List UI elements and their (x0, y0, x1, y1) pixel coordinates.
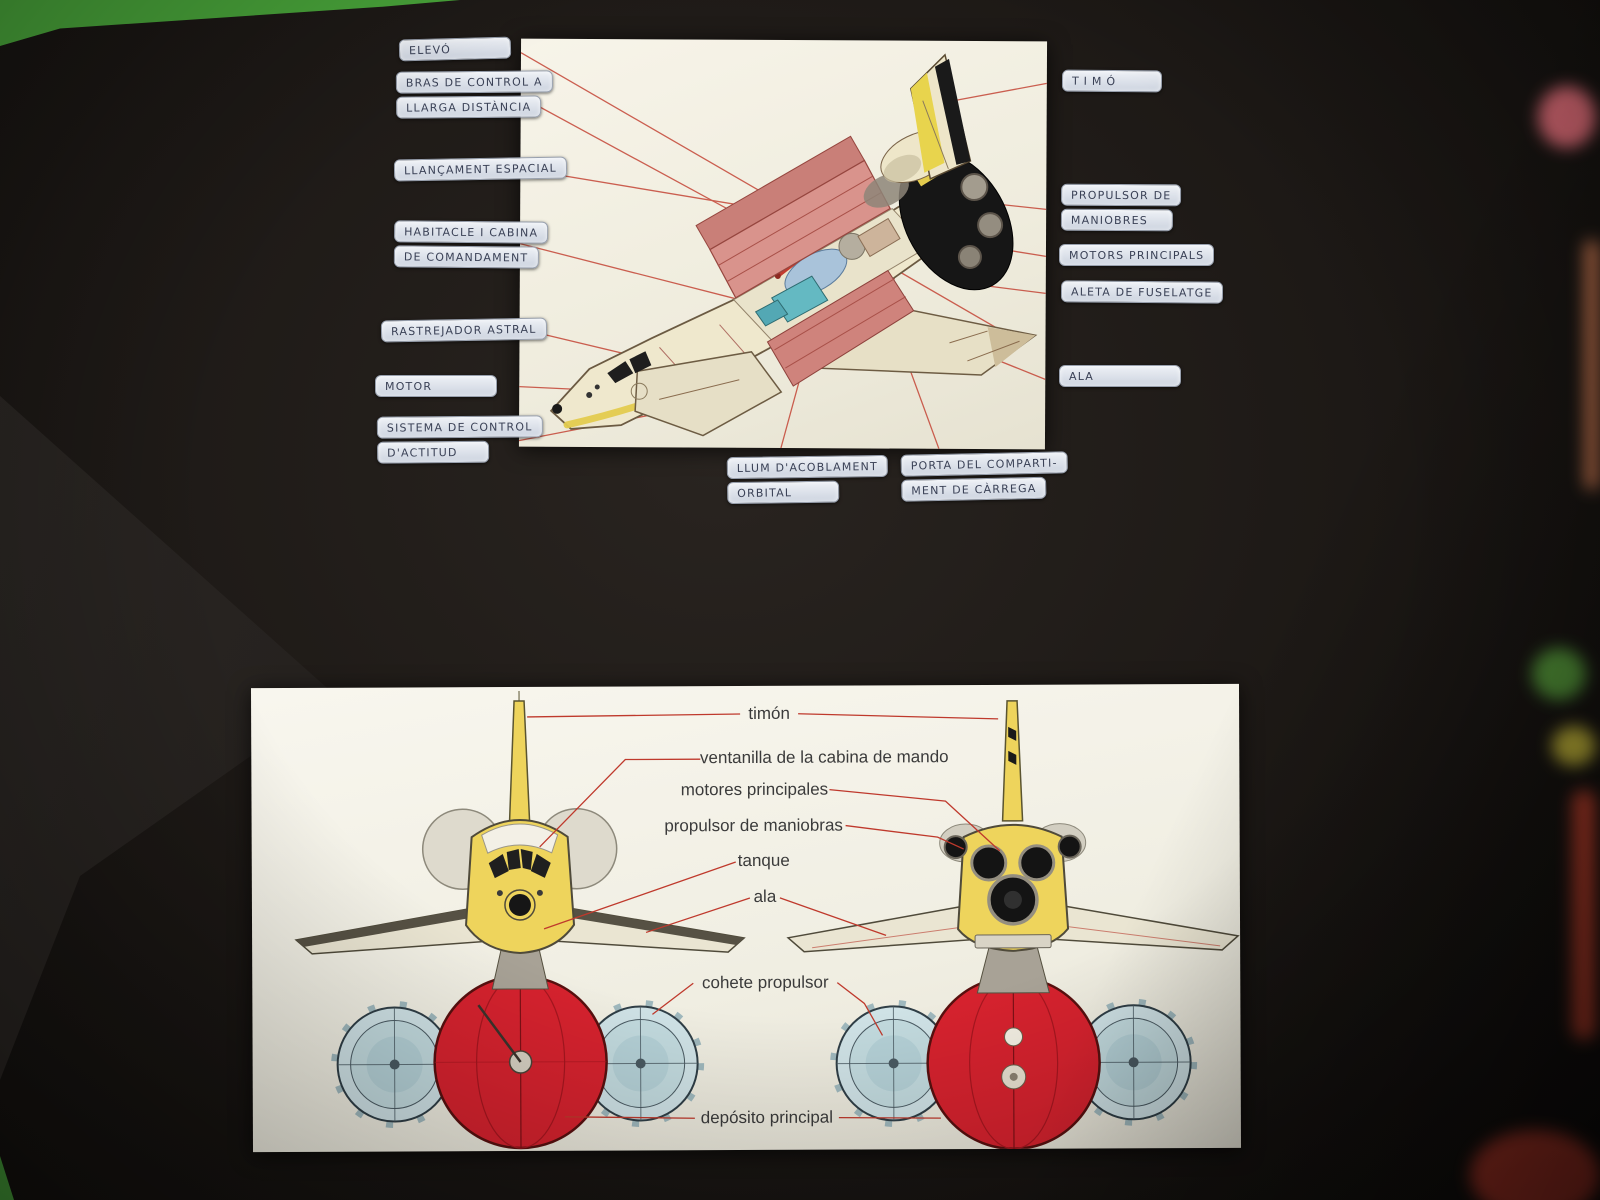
booster-right-rear (1070, 998, 1198, 1126)
label-ala: ala (753, 886, 777, 906)
attach-struts-rear (976, 946, 1050, 994)
rear-wings (786, 903, 1240, 953)
label-wing: ALA (1059, 365, 1181, 387)
rear-tail-fin (1001, 700, 1024, 822)
label-line: HABITACLE I CABINA (394, 220, 549, 244)
label-cohete-propulsor: cohete propulsor (701, 972, 829, 993)
booster-right (577, 999, 705, 1127)
oms-nozzle-right (1057, 834, 1082, 859)
label-line: TIMÓ (1061, 69, 1163, 93)
table-edge-green (0, 0, 460, 46)
cargo-door-near (766, 269, 915, 387)
label-rudder: TIMÓ (1061, 69, 1163, 93)
rear-fuselage (939, 823, 1087, 952)
label-line: ELEVÓ (398, 36, 512, 62)
body-flap (974, 934, 1052, 949)
port-wing (634, 351, 783, 437)
label-main-engines: MOTORS PRINCIPALS (1059, 244, 1215, 266)
label-remote-arm: BRAS DE CONTROL A LLARGA DISTÀNCIA (395, 70, 553, 119)
label-line: ALETA DE FUSELATGE (1060, 280, 1223, 304)
table-object-red-strip (1572, 790, 1596, 1040)
label-line: RASTREJADOR ASTRAL (380, 317, 547, 343)
label-line: D'ACTITUD (377, 440, 490, 464)
external-tank-rear (926, 975, 1101, 1151)
label-line: BRAS DE CONTROL A (395, 70, 553, 94)
rear-view-shuttle (786, 700, 1240, 1151)
table-corner-green (0, 1156, 14, 1200)
label-ventanilla: ventanilla de la cabina de mando (699, 747, 949, 768)
table-object-pink (1538, 86, 1596, 148)
table-object-orange (1584, 240, 1600, 490)
label-line: LLANÇAMENT ESPACIAL (393, 156, 568, 182)
top-diagram-card (518, 38, 1048, 450)
label-line: PROPULSOR DE (1061, 183, 1182, 207)
label-elevon: ELEVÓ (398, 36, 512, 62)
label-motores-principales: motores principales (680, 779, 829, 800)
external-tank-front (433, 974, 608, 1150)
table-object-yellow (1552, 726, 1596, 766)
main-engine-1 (970, 844, 1008, 882)
label-docking-light: LLUM D'ACOBLAMENT ORBITAL (726, 454, 889, 505)
label-tanque: tanque (737, 850, 790, 871)
front-view-shuttle (294, 690, 746, 1150)
label-line: LLARGA DISTÀNCIA (396, 95, 542, 119)
label-line: ALA (1059, 365, 1181, 387)
shuttle-cutaway-illustration (518, 52, 1047, 450)
label-engine: MOTOR (375, 375, 497, 397)
front-tail-fin (508, 690, 531, 822)
table-object-red (1470, 1130, 1600, 1200)
label-timon: timón (748, 703, 790, 723)
label-maneuver-thruster: PROPULSOR DE MANIOBRES (1060, 183, 1182, 232)
label-line: MANIOBRES (1060, 208, 1173, 232)
tail-fin (909, 53, 972, 180)
leader-lines-bottom (527, 713, 1001, 1119)
table-object-green (1532, 648, 1586, 700)
front-wings (294, 905, 746, 955)
label-line: PORTA DEL COMPARTI- (900, 451, 1068, 477)
label-line: MOTORS PRINCIPALS (1059, 244, 1215, 266)
front-fuselage (465, 819, 576, 954)
label-line: DE COMANDAMENT (393, 245, 539, 269)
cargo-doors-far (695, 135, 891, 299)
label-crew-cabin: HABITACLE I CABINA DE COMANDAMENT (393, 220, 549, 269)
main-engine-2 (1018, 844, 1056, 882)
label-star-tracker: RASTREJADOR ASTRAL (380, 317, 547, 343)
oms-nozzle-left (943, 835, 968, 860)
bottom-diagram-card: timón ventanilla de la cabina de mando m… (250, 683, 1242, 1153)
booster-left-rear (830, 999, 958, 1127)
label-line: MOTOR (375, 375, 497, 397)
label-attitude-control: SISTEMA DE CONTROL D'ACTITUD (376, 415, 543, 464)
label-space-launch: LLANÇAMENT ESPACIAL (393, 156, 568, 182)
label-cargo-bay-door: PORTA DEL COMPARTI- MENT DE CÀRREGA (900, 451, 1069, 502)
label-deposito-principal: depósito principal (700, 1107, 834, 1128)
nose-cockpit (552, 351, 652, 414)
label-propulsor-maniobras: propulsor de maniobras (664, 815, 843, 836)
shuttle-front-rear-illustration (294, 690, 1240, 1151)
label-fuselage-fin: ALETA DE FUSELATGE (1060, 280, 1223, 304)
label-line: MENT DE CÀRREGA (901, 476, 1047, 502)
label-line: LLUM D'ACOBLAMENT (726, 454, 889, 480)
label-line: ORBITAL (727, 480, 840, 505)
label-line: SISTEMA DE CONTROL (376, 415, 543, 439)
